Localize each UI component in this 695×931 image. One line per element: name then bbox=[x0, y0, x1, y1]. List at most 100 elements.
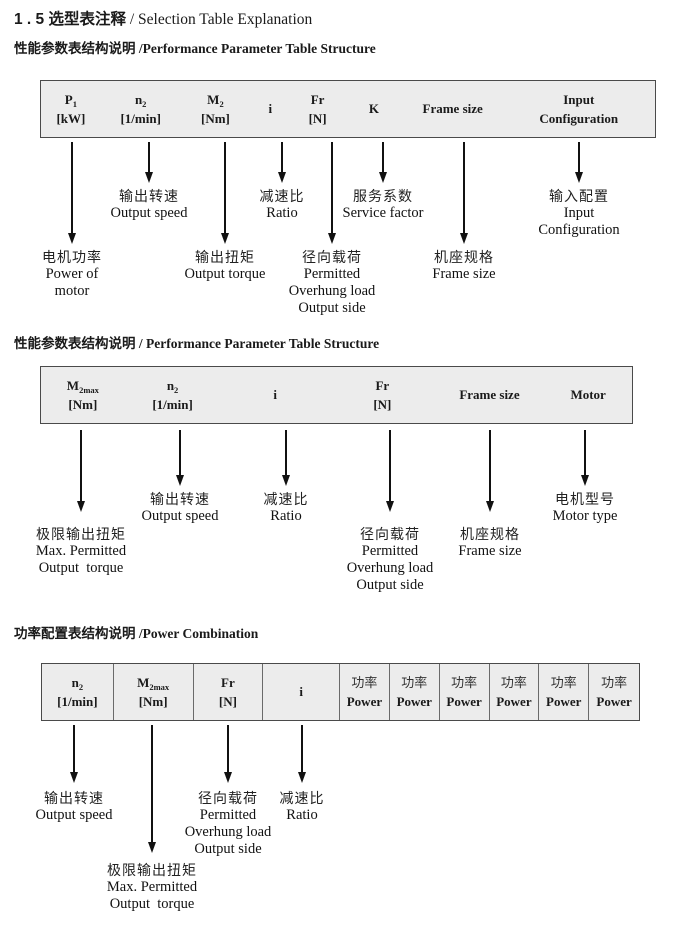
column-header-main: i bbox=[299, 684, 303, 699]
callout-zh-label: 机座规格 bbox=[460, 526, 520, 542]
arrow-i bbox=[285, 430, 287, 476]
arrow-p1 bbox=[71, 142, 73, 234]
callout-zh-label: 极限输出扭矩 bbox=[36, 526, 126, 542]
callout-en-line: Power of bbox=[45, 266, 99, 282]
callout-zh-label: 输出转速 bbox=[149, 491, 210, 507]
callout-en-line: Frame size bbox=[432, 266, 496, 282]
callout-en-line: Output side bbox=[356, 577, 424, 593]
arrow-fr bbox=[227, 725, 229, 773]
callout-en-line: Permitted bbox=[199, 807, 257, 823]
column-header-frame-size: Frame size bbox=[435, 367, 545, 423]
callout-zh-label: 径向载荷 bbox=[359, 526, 420, 542]
column-header-unit: Power bbox=[346, 693, 383, 709]
page-title-en: Selection Table Explanation bbox=[138, 11, 313, 28]
callout-en-line: Motor type bbox=[552, 508, 618, 524]
arrow-head-m2max bbox=[147, 842, 156, 853]
arrow-head-n2 bbox=[69, 772, 78, 783]
section-heading-zh: 性能参数表结构说明 bbox=[14, 41, 136, 56]
callout-zh-label: 输出转速 bbox=[118, 188, 179, 204]
section-heading-zh: 功率配置表结构说明 bbox=[14, 626, 136, 641]
column-header-main: i bbox=[268, 101, 273, 116]
column-header-unit: [1/min] bbox=[152, 396, 193, 412]
column-header-main: K bbox=[368, 101, 379, 116]
column-header-motor: Motor bbox=[544, 367, 632, 423]
column-header-main: 功率 bbox=[550, 674, 577, 690]
arrow-head-i bbox=[281, 475, 290, 486]
column-header-unit: Power bbox=[596, 693, 632, 709]
callout-zh-label: 减速比 bbox=[259, 188, 305, 204]
arrow-input-configuration bbox=[578, 142, 580, 173]
arrow-head-n2 bbox=[175, 475, 184, 486]
column-header-unit: [Nm] bbox=[138, 693, 168, 709]
column-header-main: 功率 bbox=[401, 674, 428, 690]
arrow-head-frame-size bbox=[459, 233, 468, 244]
section-heading-2: 性能参数表结构说明 / Performance Parameter Table … bbox=[14, 332, 379, 352]
column-header-main: n2 bbox=[71, 674, 84, 692]
callout-en-line: Permitted bbox=[361, 543, 419, 559]
column-header-power-2: 功率 Power bbox=[390, 664, 440, 720]
column-header-main: Motor bbox=[570, 387, 606, 402]
section-heading-3: 功率配置表结构说明 /Power Combination bbox=[14, 622, 258, 642]
section-heading-en: Performance Parameter Table Structure bbox=[146, 336, 380, 351]
callout-en-line: Configuration bbox=[538, 222, 620, 238]
column-header-unit: Power bbox=[396, 693, 432, 709]
callout-zh-label: 电机型号 bbox=[555, 491, 615, 507]
column-header-main: P1 bbox=[64, 91, 77, 109]
column-header-unit: [N] bbox=[218, 693, 237, 709]
arrow-n2 bbox=[179, 430, 181, 476]
column-header-unit: [1/min] bbox=[57, 693, 98, 709]
callout-en-line: Output torque bbox=[184, 266, 266, 282]
arrow-head-fr bbox=[327, 233, 336, 244]
column-header-unit: [Nm] bbox=[200, 110, 230, 126]
callout-en-line: Ratio bbox=[266, 205, 298, 221]
arrow-frame-size bbox=[489, 430, 491, 502]
callout-zh-label: 极限输出扭矩 bbox=[107, 862, 197, 878]
callout-en-line: Overhung load bbox=[346, 560, 434, 576]
arrow-head-motor bbox=[580, 475, 589, 486]
column-header-p1: P1[kW] bbox=[41, 81, 101, 137]
callout-en-line: Frame size bbox=[458, 543, 522, 559]
callout-en-line: Service factor bbox=[342, 205, 424, 221]
column-header-i: i bbox=[263, 664, 341, 720]
column-header-main: M2max bbox=[66, 377, 99, 395]
column-header-unit: Power bbox=[446, 693, 482, 709]
column-header-m2max: M2max[Nm] bbox=[41, 367, 125, 423]
arrow-head-frame-size bbox=[485, 501, 494, 512]
callout-zh-label: 减速比 bbox=[263, 491, 309, 507]
arrow-head-i bbox=[297, 772, 306, 783]
callout-zh-label: 电机功率 bbox=[42, 249, 102, 265]
column-header-fr: Fr[N] bbox=[330, 367, 435, 423]
arrow-i bbox=[301, 725, 303, 773]
column-header-fr: Fr[N] bbox=[194, 664, 264, 720]
column-header-n2: n2[1/min] bbox=[125, 367, 221, 423]
column-header-main: Fr bbox=[310, 91, 325, 107]
callout-en-line: motor bbox=[54, 283, 90, 299]
callout-en-line: Output side bbox=[298, 300, 366, 316]
callout-en-line: Output speed bbox=[35, 807, 113, 823]
callout-en-line: Output speed bbox=[141, 508, 219, 524]
callout-en-line: Permitted bbox=[303, 266, 361, 282]
arrow-head-k bbox=[378, 172, 387, 183]
callout-en-line: Input bbox=[563, 205, 595, 221]
callout-en-line: Output speed bbox=[110, 205, 188, 221]
column-header-unit: [N] bbox=[373, 396, 392, 412]
column-header-i: i bbox=[220, 367, 330, 423]
callout-en-line: Overhung load bbox=[184, 824, 272, 840]
